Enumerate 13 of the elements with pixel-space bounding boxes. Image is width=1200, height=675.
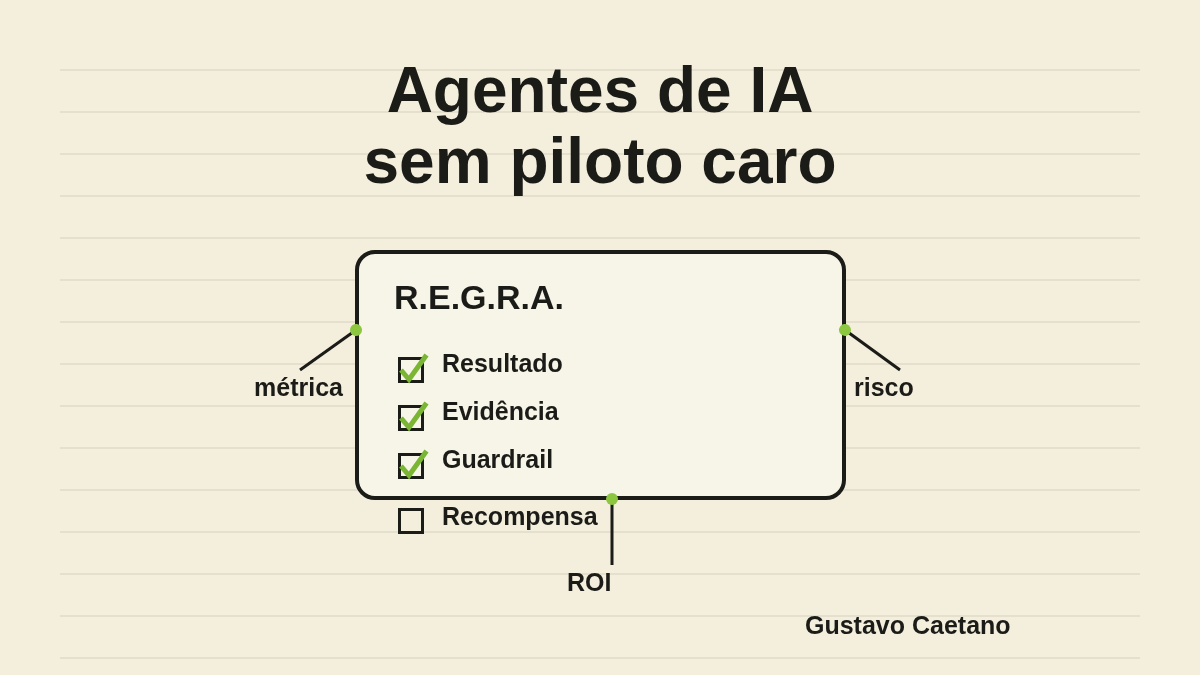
checklist-item: Guardrail: [442, 445, 554, 473]
callout-label: métrica: [254, 373, 343, 401]
title: Agentes de IA sem piloto caro: [362, 55, 838, 197]
checklist-item: Evidência: [442, 397, 559, 425]
leader-line: [839, 324, 901, 372]
callout-label: ROI: [567, 568, 612, 596]
card-heading: R.E.G.R.A.: [394, 280, 565, 314]
callout-label: risco: [854, 373, 914, 401]
leader-line: [606, 493, 618, 565]
checklist-item: Recompensa: [442, 502, 598, 530]
leader-line: [299, 324, 362, 372]
author-name: Gustavo Caetano: [805, 611, 1011, 639]
checklist-item: Resultado: [442, 349, 563, 377]
